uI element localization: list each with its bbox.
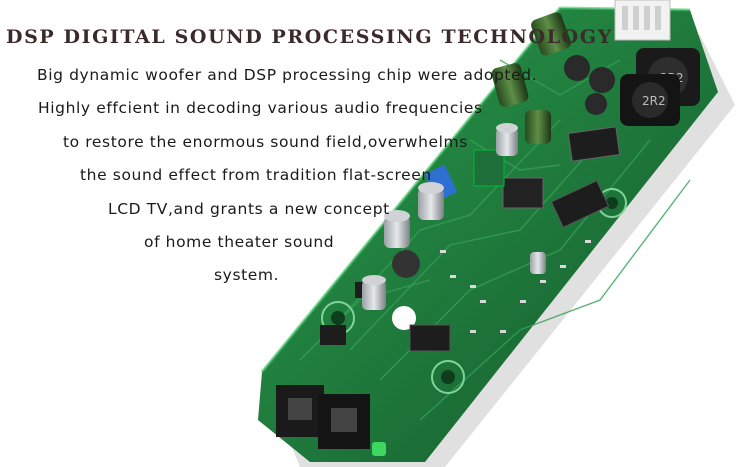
green-capacitors xyxy=(491,12,571,144)
pcb-body xyxy=(258,8,718,462)
paragraph-line-2: Highly effcient in decoding various audi… xyxy=(38,99,483,117)
headline: DSP DIGITAL SOUND PROCESSING TECHNOLOGY xyxy=(6,26,613,48)
svg-text:2R2: 2R2 xyxy=(642,94,666,108)
paragraph-line-7: system. xyxy=(214,266,280,284)
paragraph-line-6: of home theater sound xyxy=(144,233,335,251)
paragraph-line-5: LCD TV,and grants a new concept xyxy=(108,200,390,218)
green-led xyxy=(372,442,386,456)
chips xyxy=(320,126,621,352)
paragraph-line-1: Big dynamic woofer and DSP processing ch… xyxy=(37,66,538,84)
black-round-components xyxy=(392,55,615,278)
optical-connectors xyxy=(276,385,370,449)
silver-capacitors xyxy=(362,123,546,310)
inductors: 2R2 2R2 xyxy=(620,48,700,126)
paragraph-line-4: the sound effect from tradition flat-scr… xyxy=(80,166,432,184)
bluetooth-module xyxy=(424,164,458,202)
paragraph-line-3: to restore the enormous sound field,over… xyxy=(63,133,468,151)
